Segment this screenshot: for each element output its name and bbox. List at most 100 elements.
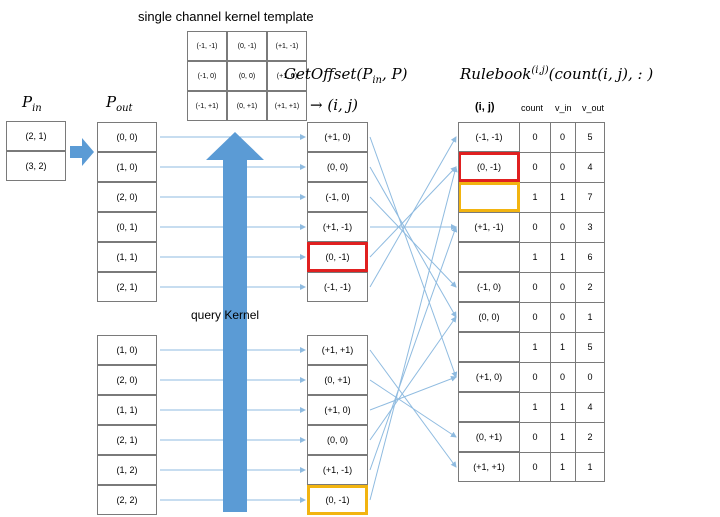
rulebook-v-in-cell: 0 [559, 312, 565, 322]
rulebook-count-cell: 0 [532, 132, 538, 142]
rulebook-row-divider [520, 152, 605, 153]
p-out-cell: (1, 2) [97, 455, 157, 485]
rulebook-header-count: count [521, 103, 544, 113]
getoffset-arrow-label: → (i, j) [310, 96, 359, 114]
rulebook-ij-cell: (-1, 0) [458, 272, 520, 302]
template-cell: (+1, -1) [267, 31, 307, 61]
rulebook-v-in-cell: 1 [559, 432, 565, 442]
offset-to-rulebook-line [369, 226, 458, 471]
offset-cell: (+1, -1) [307, 455, 368, 485]
rulebook-row-divider [520, 422, 605, 423]
query-kernel-arrow-icon [206, 132, 264, 512]
rulebook-v-in-cell: 0 [559, 132, 565, 142]
rulebook-row-divider [520, 302, 605, 303]
rulebook-v-out-cell: 5 [587, 132, 593, 142]
template-cell: (-1, 0) [187, 61, 227, 91]
rulebook-v-out-cell: 0 [587, 372, 593, 382]
rulebook-row-divider [520, 392, 605, 393]
template-cell: (-1, +1) [187, 91, 227, 121]
rulebook-count-cell: 0 [532, 222, 538, 232]
rulebook-v-in-cell: 0 [559, 282, 565, 292]
rulebook-v-in-cell: 1 [559, 402, 565, 412]
offset-cell: (-1, 0) [307, 182, 368, 212]
template-cell: (-1, -1) [187, 31, 227, 61]
offset-cell: (+1, 0) [307, 395, 368, 425]
rulebook-v-in-cell: 1 [559, 192, 565, 202]
template-cell: (0, -1) [227, 31, 267, 61]
rulebook-v-out-cell: 3 [587, 222, 593, 232]
rulebook-ij-cell [458, 242, 520, 272]
offset-cell: (0, 0) [307, 152, 368, 182]
rulebook-count-cell: 0 [532, 312, 538, 322]
p-in-cell: (3, 2) [6, 151, 66, 181]
rulebook-count-cell: 1 [532, 192, 538, 202]
rulebook-count-cell: 1 [532, 402, 538, 412]
rulebook-row-divider [520, 452, 605, 453]
offset-cell: (-1, -1) [307, 272, 368, 302]
offset-cell: (0, -1) [307, 242, 368, 272]
p-out-cell: (0, 1) [97, 212, 157, 242]
rulebook-v-in-cell: 0 [559, 372, 565, 382]
offset-cell: (0, +1) [307, 365, 368, 395]
getoffset-label: GetOffset(Pin, P) [284, 65, 408, 86]
rulebook-v-out-cell: 2 [587, 282, 593, 292]
offset-to-rulebook-line [369, 375, 457, 411]
template-cell: (+1, +1) [267, 91, 307, 121]
offset-cell: (+1, +1) [307, 335, 368, 365]
p-out-cell: (1, 0) [97, 152, 157, 182]
rulebook-ij-cell [458, 182, 520, 212]
p-out-label: Pout [106, 93, 133, 114]
offset-to-rulebook-line [369, 136, 457, 288]
rulebook-header-v-out: v_out [582, 103, 605, 113]
offset-cell: (+1, 0) [307, 122, 368, 152]
rulebook-v-out-cell: 4 [587, 162, 593, 172]
rulebook-ij-cell [458, 392, 520, 422]
offset-to-rulebook-line [369, 379, 457, 438]
rulebook-v-in-cell: 1 [559, 252, 565, 262]
rulebook-ij-cell: (+1, 0) [458, 362, 520, 392]
p-out-cell: (2, 1) [97, 425, 157, 455]
rulebook-v-in-cell: 0 [559, 162, 565, 172]
p-in-cell: (2, 1) [6, 121, 66, 151]
transfer-arrow-icon [70, 138, 94, 166]
rulebook-v-out-cell: 1 [587, 312, 593, 322]
rulebook-row-divider [520, 242, 605, 243]
rulebook-ij-cell: (0, -1) [458, 152, 520, 182]
rulebook-row-divider [520, 362, 605, 363]
p-out-cell: (2, 1) [97, 272, 157, 302]
p-out-cell: (2, 2) [97, 485, 157, 515]
rulebook-count-cell: 0 [532, 372, 538, 382]
offset-cell: (0, -1) [307, 485, 368, 515]
rulebook-v-in-cell: 1 [559, 462, 565, 472]
p-out-cell: (1, 0) [97, 335, 157, 365]
rulebook-col-divider [550, 122, 551, 482]
rulebook-count-cell: 0 [532, 282, 538, 292]
offset-to-rulebook-line [369, 136, 458, 378]
offset-to-rulebook-line [369, 316, 457, 441]
rulebook-header-v-in: v_in [555, 103, 572, 113]
rulebook-count-cell: 1 [532, 342, 538, 352]
rulebook-ij-cell [458, 332, 520, 362]
rulebook-v-out-cell: 6 [587, 252, 593, 262]
p-out-cell: (1, 1) [97, 395, 157, 425]
rulebook-row-divider [520, 272, 605, 273]
template-cell: (0, 0) [227, 61, 267, 91]
rulebook-v-out-cell: 7 [587, 192, 593, 202]
rulebook-v-out-cell: 4 [587, 402, 593, 412]
offset-cell: (+1, -1) [307, 212, 368, 242]
rulebook-row-divider [520, 182, 605, 183]
rulebook-v-out-cell: 1 [587, 462, 593, 472]
rulebook-ij-cell: (-1, -1) [458, 122, 520, 152]
template-cell: (+1, 0) [267, 61, 307, 91]
rulebook-count-cell: 0 [532, 162, 538, 172]
rulebook-v-out-cell: 5 [587, 342, 593, 352]
template-cell: (0, +1) [227, 91, 267, 121]
template-title: single channel kernel template [138, 9, 314, 24]
rulebook-count-cell: 0 [532, 432, 538, 442]
rulebook-v-in-cell: 1 [559, 342, 565, 352]
p-out-cell: (2, 0) [97, 182, 157, 212]
query-kernel-label: query Kernel [191, 308, 260, 322]
rulebook-col-divider [575, 122, 576, 482]
rulebook-header-ij: (i, j) [475, 101, 495, 113]
